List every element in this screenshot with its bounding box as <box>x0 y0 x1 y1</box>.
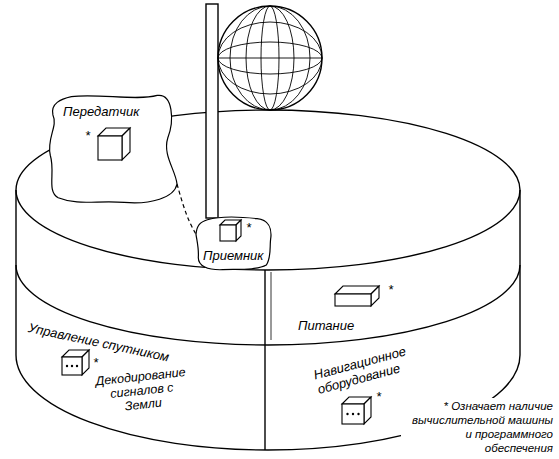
part-label: Навигационное оборудование <box>312 338 431 397</box>
computer-cube <box>335 286 379 306</box>
computer-cube <box>220 220 241 241</box>
receiver-blob: Приемник * <box>196 214 272 272</box>
power-panel: * Питание <box>268 272 518 344</box>
part-label: * <box>376 389 381 404</box>
computer-cube <box>62 350 89 375</box>
computer-cube <box>98 128 130 160</box>
text-holder: Приемник <box>203 248 263 263</box>
part-label: Приемник <box>203 248 263 263</box>
text-holder: Передатчик <box>63 104 139 119</box>
cube-layer <box>196 214 268 272</box>
transmitter-blob: Передатчик * <box>45 92 177 207</box>
text-holder: * <box>376 389 381 404</box>
text-holder: Управление спутником <box>27 320 171 365</box>
part-label: * <box>246 220 251 235</box>
text-holder: Питание <box>298 318 354 333</box>
part-label: Передатчик <box>63 104 139 119</box>
antenna-globe <box>218 6 322 110</box>
part-label: * <box>93 355 98 370</box>
text-holder: * <box>246 220 251 235</box>
text-holder: Декодирование сигналов с Земли <box>90 365 194 417</box>
text-holder: Навигационное оборудование <box>312 338 431 397</box>
text-holder: * <box>388 282 393 297</box>
control-panel: Управление спутником*Декодирование сигна… <box>16 280 265 450</box>
panel-frame <box>271 272 272 340</box>
part-label: Управление спутником <box>27 320 171 365</box>
footnote: * Означает наличие вычислительной машины… <box>401 398 555 456</box>
part-label: Питание <box>298 318 354 333</box>
panel-divider <box>264 270 265 450</box>
part-label: * <box>388 282 393 297</box>
text-holder: * <box>85 128 90 143</box>
dashed-link <box>177 184 196 234</box>
antenna-mast <box>206 4 218 218</box>
text-holder: * <box>93 355 98 370</box>
cube-layer <box>16 280 265 450</box>
part-label: * <box>85 128 90 143</box>
computer-cube <box>342 397 371 424</box>
part-label: Декодирование сигналов с Земли <box>90 365 194 417</box>
